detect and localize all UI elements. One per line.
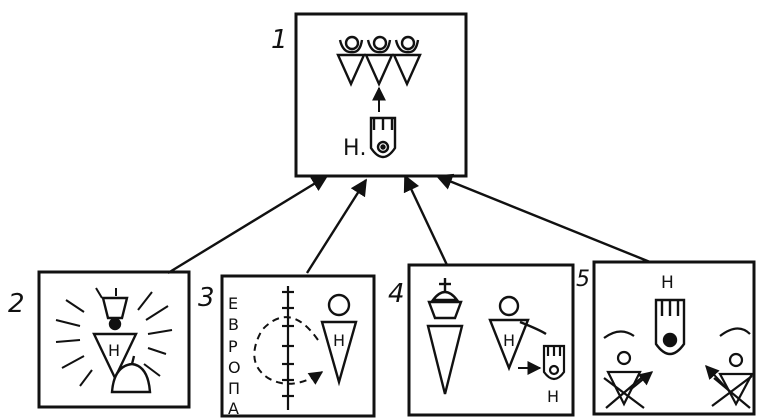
h-label-panel-4-bell: Н [547,387,559,406]
arrow-left-figure [629,371,654,391]
bell-figure [369,116,397,159]
svg-text:Р: Р [228,337,238,356]
bell-figure-panel-5 [654,298,686,356]
svg-text:А: А [228,399,239,418]
h-label-panel-2: Н [108,341,120,360]
svg-text:О: О [228,358,241,377]
arrow-right-figure [705,364,731,393]
panel-1-number: 1 [271,25,288,55]
europe-vertical-text: Е В Р О П А [228,294,241,418]
clergy-figure [426,278,464,395]
connector-arrows [167,173,651,275]
panel-2-number: 2 [8,289,25,319]
svg-text:П: П [228,379,240,398]
struck-figure-left [603,330,647,409]
h-label-panel-3: Н [333,331,345,350]
svg-text:В: В [228,315,239,334]
struck-figure-right [711,327,754,409]
panel-5: 5 Н [576,260,756,416]
panel-4: 4 Н Н [388,263,575,417]
panel-2: 2 Н [8,270,191,409]
h-dot-label: Н. [343,136,367,161]
radiance-lines [55,287,173,387]
person-figure-panel-4 [488,295,547,372]
person-figure-panel-3 [320,293,358,387]
border-column [282,286,294,410]
figure-group-three [336,35,422,87]
h-label-panel-4-figure: Н [503,331,515,350]
panel-1: 1 Н. [271,12,468,178]
arrow-2-to-1 [167,174,329,275]
panel-3: 3 Е В Р О П А Н [198,274,376,418]
radiant-figure [92,296,152,394]
bell-figure-panel-4 [542,344,566,381]
panel-5-number: 5 [576,267,590,292]
panel-3-number: 3 [198,283,215,313]
arrow-4-to-1 [403,174,449,266]
panel-4-number: 4 [388,279,405,309]
h-label-panel-5: Н [661,273,674,293]
dashed-loop-arrow [253,316,324,385]
svg-text:Е: Е [228,294,238,313]
arrow-5-to-1 [435,173,651,264]
arrow-3-to-1 [305,178,368,274]
